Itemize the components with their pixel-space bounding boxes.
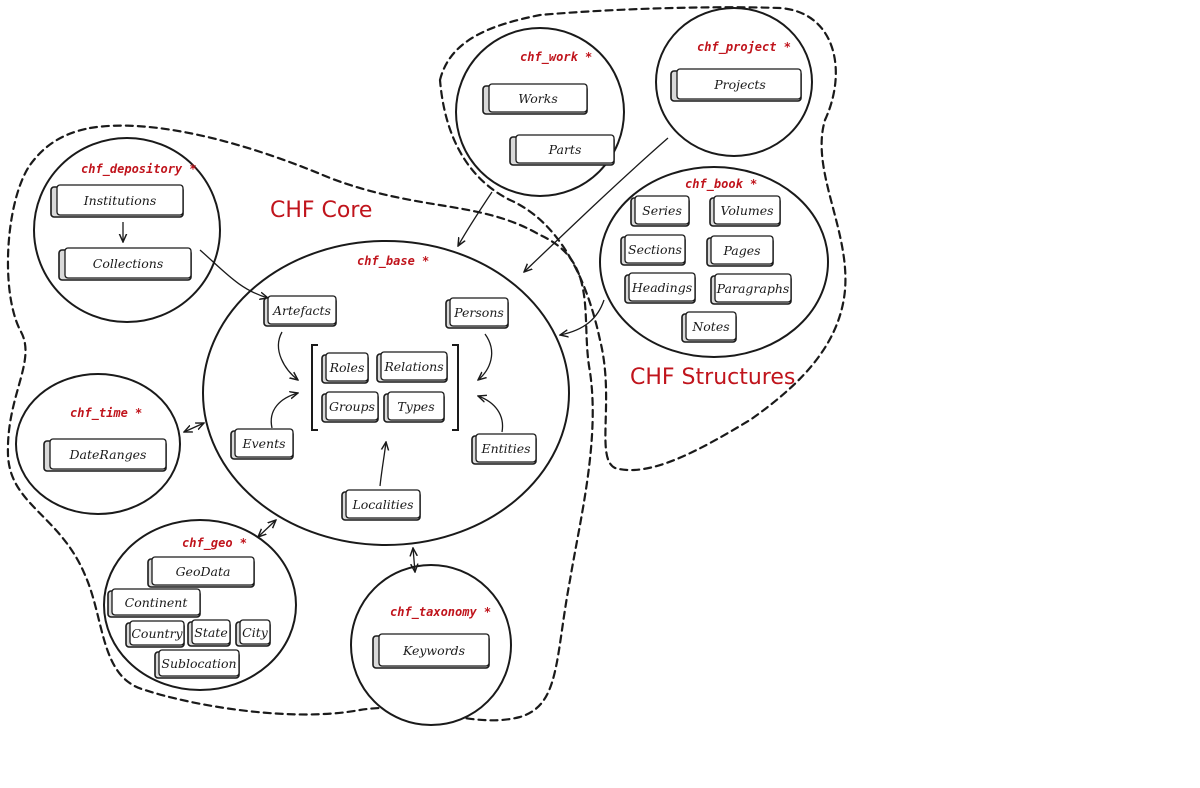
entity-box-roles: Roles — [321, 352, 369, 384]
entity-box-pages: Pages — [706, 235, 774, 267]
entity-box-sections: Sections — [620, 234, 686, 266]
entity-box-events: Events — [230, 428, 294, 460]
chf-structures-region-outline — [438, 6, 847, 472]
svg-text:Series: Series — [642, 203, 682, 218]
core-entities-bracket-left — [311, 344, 318, 431]
svg-text:Country: Country — [131, 626, 183, 641]
entity-box-institutions: Institutions — [50, 184, 184, 218]
svg-text:Groups: Groups — [329, 399, 375, 414]
svg-text:Sublocation: Sublocation — [161, 656, 236, 671]
svg-text:Paragraphs: Paragraphs — [716, 281, 790, 296]
arrow-time-base — [184, 423, 204, 432]
arrow-events-to-core — [270, 393, 298, 429]
entity-box-artefacts: Artefacts — [263, 295, 337, 327]
svg-text:Artefacts: Artefacts — [272, 303, 331, 318]
svg-text:Headings: Headings — [631, 280, 692, 295]
arrow-work-to-base — [458, 191, 493, 246]
entity-box-sublocation: Sublocation — [154, 649, 240, 679]
arrow-taxonomy-base — [413, 548, 415, 572]
entity-box-series: Series — [630, 195, 690, 227]
entity-box-country: Country — [125, 620, 185, 648]
arrow-project-to-base — [524, 137, 669, 272]
entity-box-state: State — [187, 619, 231, 647]
svg-text:State: State — [194, 625, 227, 640]
entity-box-groups: Groups — [321, 391, 379, 423]
chf-work-title: chf_work * — [520, 50, 592, 65]
svg-text:Localities: Localities — [351, 497, 413, 512]
chf-base-title: chf_base * — [357, 254, 429, 269]
entity-box-headings: Headings — [624, 272, 696, 304]
entity-box-relations: Relations — [376, 351, 448, 383]
svg-text:Notes: Notes — [691, 319, 729, 334]
chf-time-title: chf_time * — [70, 406, 142, 421]
entity-box-notes: Notes — [681, 311, 737, 343]
svg-text:Relations: Relations — [383, 359, 443, 374]
chf-taxonomy-title: chf_taxonomy * — [390, 605, 491, 620]
svg-text:Works: Works — [518, 91, 558, 106]
svg-text:Persons: Persons — [453, 305, 504, 320]
chf-project-title: chf_project * — [697, 40, 791, 55]
svg-text:GeoData: GeoData — [176, 564, 231, 579]
svg-text:Parts: Parts — [548, 142, 582, 157]
svg-text:Continent: Continent — [125, 595, 189, 610]
arrow-localities-to-core — [379, 442, 386, 487]
svg-text:Institutions: Institutions — [83, 193, 157, 208]
svg-text:Collections: Collections — [93, 256, 164, 271]
entity-box-paragraphs: Paragraphs — [710, 273, 792, 305]
entity-box-localities: Localities — [341, 489, 421, 521]
svg-text:Pages: Pages — [722, 243, 760, 258]
chf-geo-title: chf_geo * — [182, 536, 247, 551]
svg-text:Entities: Entities — [480, 441, 530, 456]
entity-box-persons: Persons — [445, 297, 509, 329]
entity-box-keywords: Keywords — [372, 633, 490, 669]
svg-text:Projects: Projects — [713, 77, 766, 92]
svg-text:Sections: Sections — [628, 242, 682, 257]
entity-box-collections: Collections — [58, 247, 192, 281]
core-entities-bracket-right — [452, 344, 459, 431]
arrow-entities-to-core — [478, 396, 504, 433]
chf-depository-title: chf_depository * — [81, 162, 197, 177]
entity-box-geodata: GeoData — [147, 556, 255, 588]
arrow-artefacts-to-core — [277, 331, 298, 380]
chf-book-title: chf_book * — [685, 177, 757, 192]
svg-text:Keywords: Keywords — [402, 643, 465, 658]
arrow-book-to-base — [560, 299, 605, 335]
entity-box-types: Types — [383, 391, 445, 423]
arrow-geo-base — [258, 520, 276, 537]
entity-box-volumes: Volumes — [709, 195, 781, 227]
entity-box-entities: Entities — [471, 433, 537, 465]
entity-box-parts: Parts — [509, 134, 615, 166]
arrow-persons-to-core — [478, 333, 493, 380]
svg-text:Events: Events — [241, 436, 285, 451]
entity-box-projects: Projects — [670, 68, 802, 102]
svg-text:Roles: Roles — [329, 360, 365, 375]
chf-core-title: CHF Core — [270, 198, 372, 223]
entity-box-works: Works — [482, 83, 588, 115]
svg-text:DateRanges: DateRanges — [69, 447, 147, 462]
svg-text:Types: Types — [397, 399, 434, 414]
entity-box-dateranges: DateRanges — [43, 438, 167, 472]
entity-box-continent: Continent — [107, 588, 201, 618]
chf-structures-title: CHF Structures — [630, 365, 795, 390]
svg-text:City: City — [242, 625, 269, 640]
arrow-collections-to-artefacts — [199, 249, 268, 298]
svg-text:Volumes: Volumes — [720, 203, 773, 218]
entity-box-city: City — [235, 619, 271, 647]
